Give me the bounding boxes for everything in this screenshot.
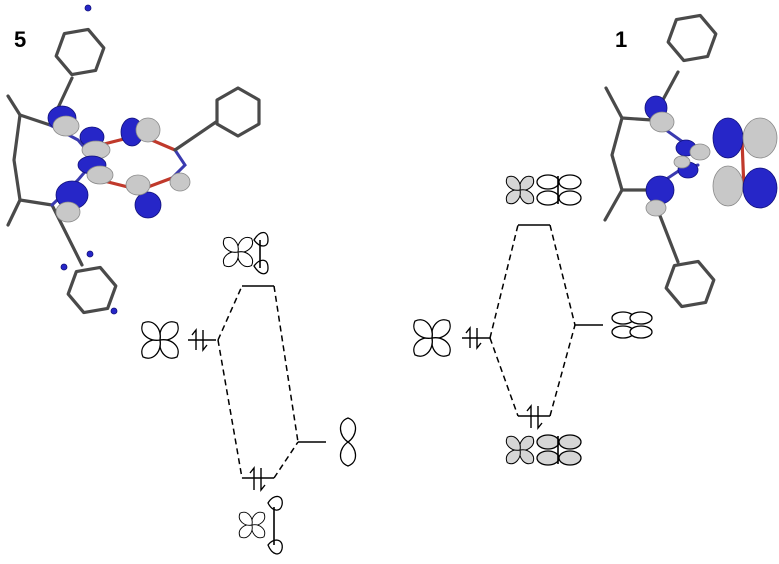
correlation-line <box>489 337 519 417</box>
fragment-d-orbital-icon <box>410 316 455 361</box>
backbone-left <box>603 86 624 222</box>
lobe <box>645 199 667 217</box>
molecule-5-structure <box>6 20 261 322</box>
lobe <box>689 143 711 161</box>
left-mo-diagram <box>138 231 357 555</box>
molecule-5-orbital-lobes <box>47 4 191 315</box>
lobe <box>52 115 80 137</box>
fragment-orbital-icon <box>611 311 653 339</box>
aryl-ring-top <box>50 20 110 84</box>
correlation-line <box>217 285 243 341</box>
correlation-line <box>549 224 576 326</box>
lobe <box>742 167 778 209</box>
aryl-ring-bottom <box>660 252 720 316</box>
electron-pair-fragment-left <box>191 328 208 352</box>
lobe <box>712 165 744 207</box>
aryl-ring-top <box>662 6 722 70</box>
compound-label-1: 1 <box>615 27 627 52</box>
backbone-left <box>6 94 22 227</box>
lobe <box>110 307 118 315</box>
lobe <box>742 117 778 159</box>
correlation-line <box>217 339 243 479</box>
electron-pair-bonding <box>526 404 543 430</box>
correlation-line <box>549 324 576 417</box>
lobe <box>134 191 162 219</box>
lobe <box>712 117 744 159</box>
lobe <box>86 165 114 185</box>
backbone-bottom <box>620 188 680 264</box>
bonding-orbital-icon <box>503 433 582 466</box>
lobe <box>673 155 691 169</box>
antibonding-orbital-icon <box>503 173 582 206</box>
correlation-line <box>273 441 299 479</box>
molecule-1-orbital-lobes <box>644 95 778 217</box>
fragment-p-orbital-icon <box>339 417 357 467</box>
lobe <box>125 174 151 196</box>
lobe <box>86 250 94 258</box>
electron-pair-bonding <box>249 466 266 492</box>
lobe <box>60 263 68 271</box>
lobe <box>84 4 92 12</box>
fragment-d-orbital-icon <box>138 318 183 363</box>
right-mo-diagram <box>410 173 653 466</box>
lobe <box>649 111 675 133</box>
cyclohexyl-ring <box>215 86 261 138</box>
antibonding-orbital-icon <box>220 231 269 275</box>
lobe <box>55 201 81 223</box>
bonding-orbital-icon <box>236 495 283 555</box>
electron-pair-fragment-left <box>465 326 482 350</box>
correlation-line <box>489 224 519 339</box>
lobe <box>135 117 161 143</box>
lobe <box>645 175 675 205</box>
correlation-line <box>273 285 299 443</box>
compound-label-5: 5 <box>14 27 26 52</box>
cyclohexyl-link <box>173 120 218 152</box>
lobe <box>169 172 191 192</box>
